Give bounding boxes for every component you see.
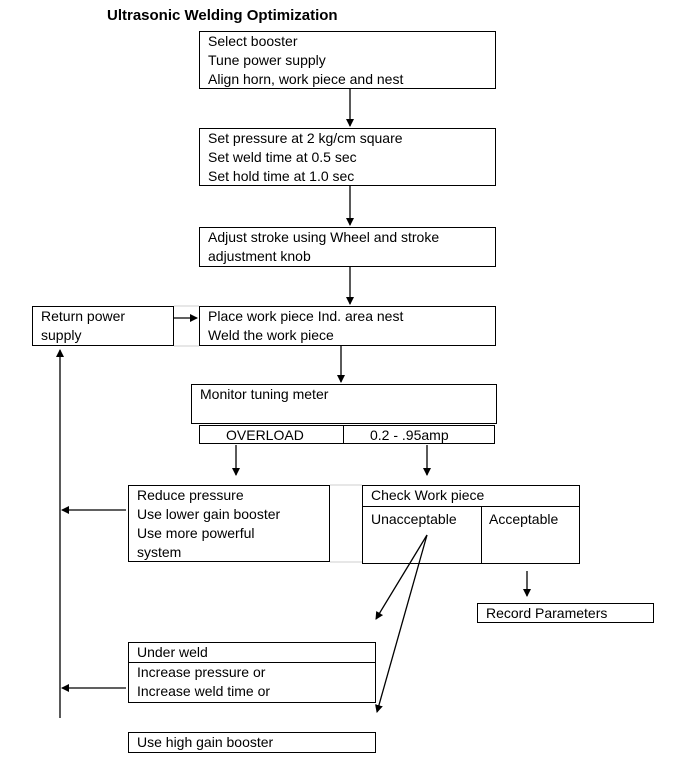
unacceptable-label: Unacceptable <box>371 511 457 527</box>
arrow-unacceptable-to-right <box>375 534 428 713</box>
range-label: 0.2 - .95amp <box>370 427 449 443</box>
increase-line-1: Increase pressure or <box>137 664 266 680</box>
increase-box: Increase pressure or Increase weld time … <box>128 662 376 703</box>
check-divider-h <box>363 506 579 507</box>
place-box: Place work piece Ind. area nest Weld the… <box>199 306 496 346</box>
high-gain-box: Use high gain booster <box>128 732 376 753</box>
pressure-box: Set pressure at 2 kg/cm square Set weld … <box>199 128 496 186</box>
diagram-title: Ultrasonic Welding Optimization <box>107 7 338 24</box>
reduce-box: Reduce pressure Use lower gain booster U… <box>128 485 330 562</box>
pressure-line-1: Set pressure at 2 kg/cm square <box>208 130 403 146</box>
stroke-line-1: Adjust stroke using Wheel and stroke <box>208 229 440 245</box>
arrow-unacceptable-to-left <box>375 534 428 620</box>
return-line-2: supply <box>41 327 82 343</box>
monitor-line: Monitor tuning meter <box>200 386 329 402</box>
reduce-line-2: Use lower gain booster <box>137 506 281 522</box>
pressure-line-3: Set hold time at 1.0 sec <box>208 168 355 184</box>
reduce-line-3: Use more powerful <box>137 525 255 541</box>
setup-line-2: Tune power supply <box>208 52 326 68</box>
record-label: Record Parameters <box>486 605 608 621</box>
return-line-1: Return power <box>41 308 126 324</box>
increase-line-2: Increase weld time or <box>137 683 271 699</box>
setup-box: Select booster Tune power supply Align h… <box>199 31 496 89</box>
overload-label: OVERLOAD <box>226 427 304 443</box>
range-cell: 0.2 - .95amp <box>343 425 495 444</box>
check-divider-v <box>481 506 482 563</box>
place-line-2: Weld the work piece <box>208 327 334 343</box>
reduce-line-4: system <box>137 544 182 560</box>
monitor-box: Monitor tuning meter <box>191 384 497 424</box>
pressure-line-2: Set weld time at 0.5 sec <box>208 149 357 165</box>
check-label: Check Work piece <box>371 487 485 503</box>
place-line-1: Place work piece Ind. area nest <box>208 308 404 324</box>
acceptable-label: Acceptable <box>489 511 559 527</box>
return-power-box: Return power supply <box>32 306 174 346</box>
overload-cell: OVERLOAD <box>199 425 344 444</box>
stroke-line-2: adjustment knob <box>208 248 311 264</box>
high-gain-label: Use high gain booster <box>137 734 274 750</box>
record-box: Record Parameters <box>477 603 654 623</box>
check-box: Check Work piece Unacceptable Acceptable <box>362 485 580 564</box>
setup-line-3: Align horn, work piece and nest <box>208 71 404 87</box>
reduce-line-1: Reduce pressure <box>137 487 244 503</box>
underweld-label: Under weld <box>137 644 208 660</box>
stroke-box: Adjust stroke using Wheel and stroke adj… <box>199 227 496 267</box>
setup-line-1: Select booster <box>208 33 298 49</box>
